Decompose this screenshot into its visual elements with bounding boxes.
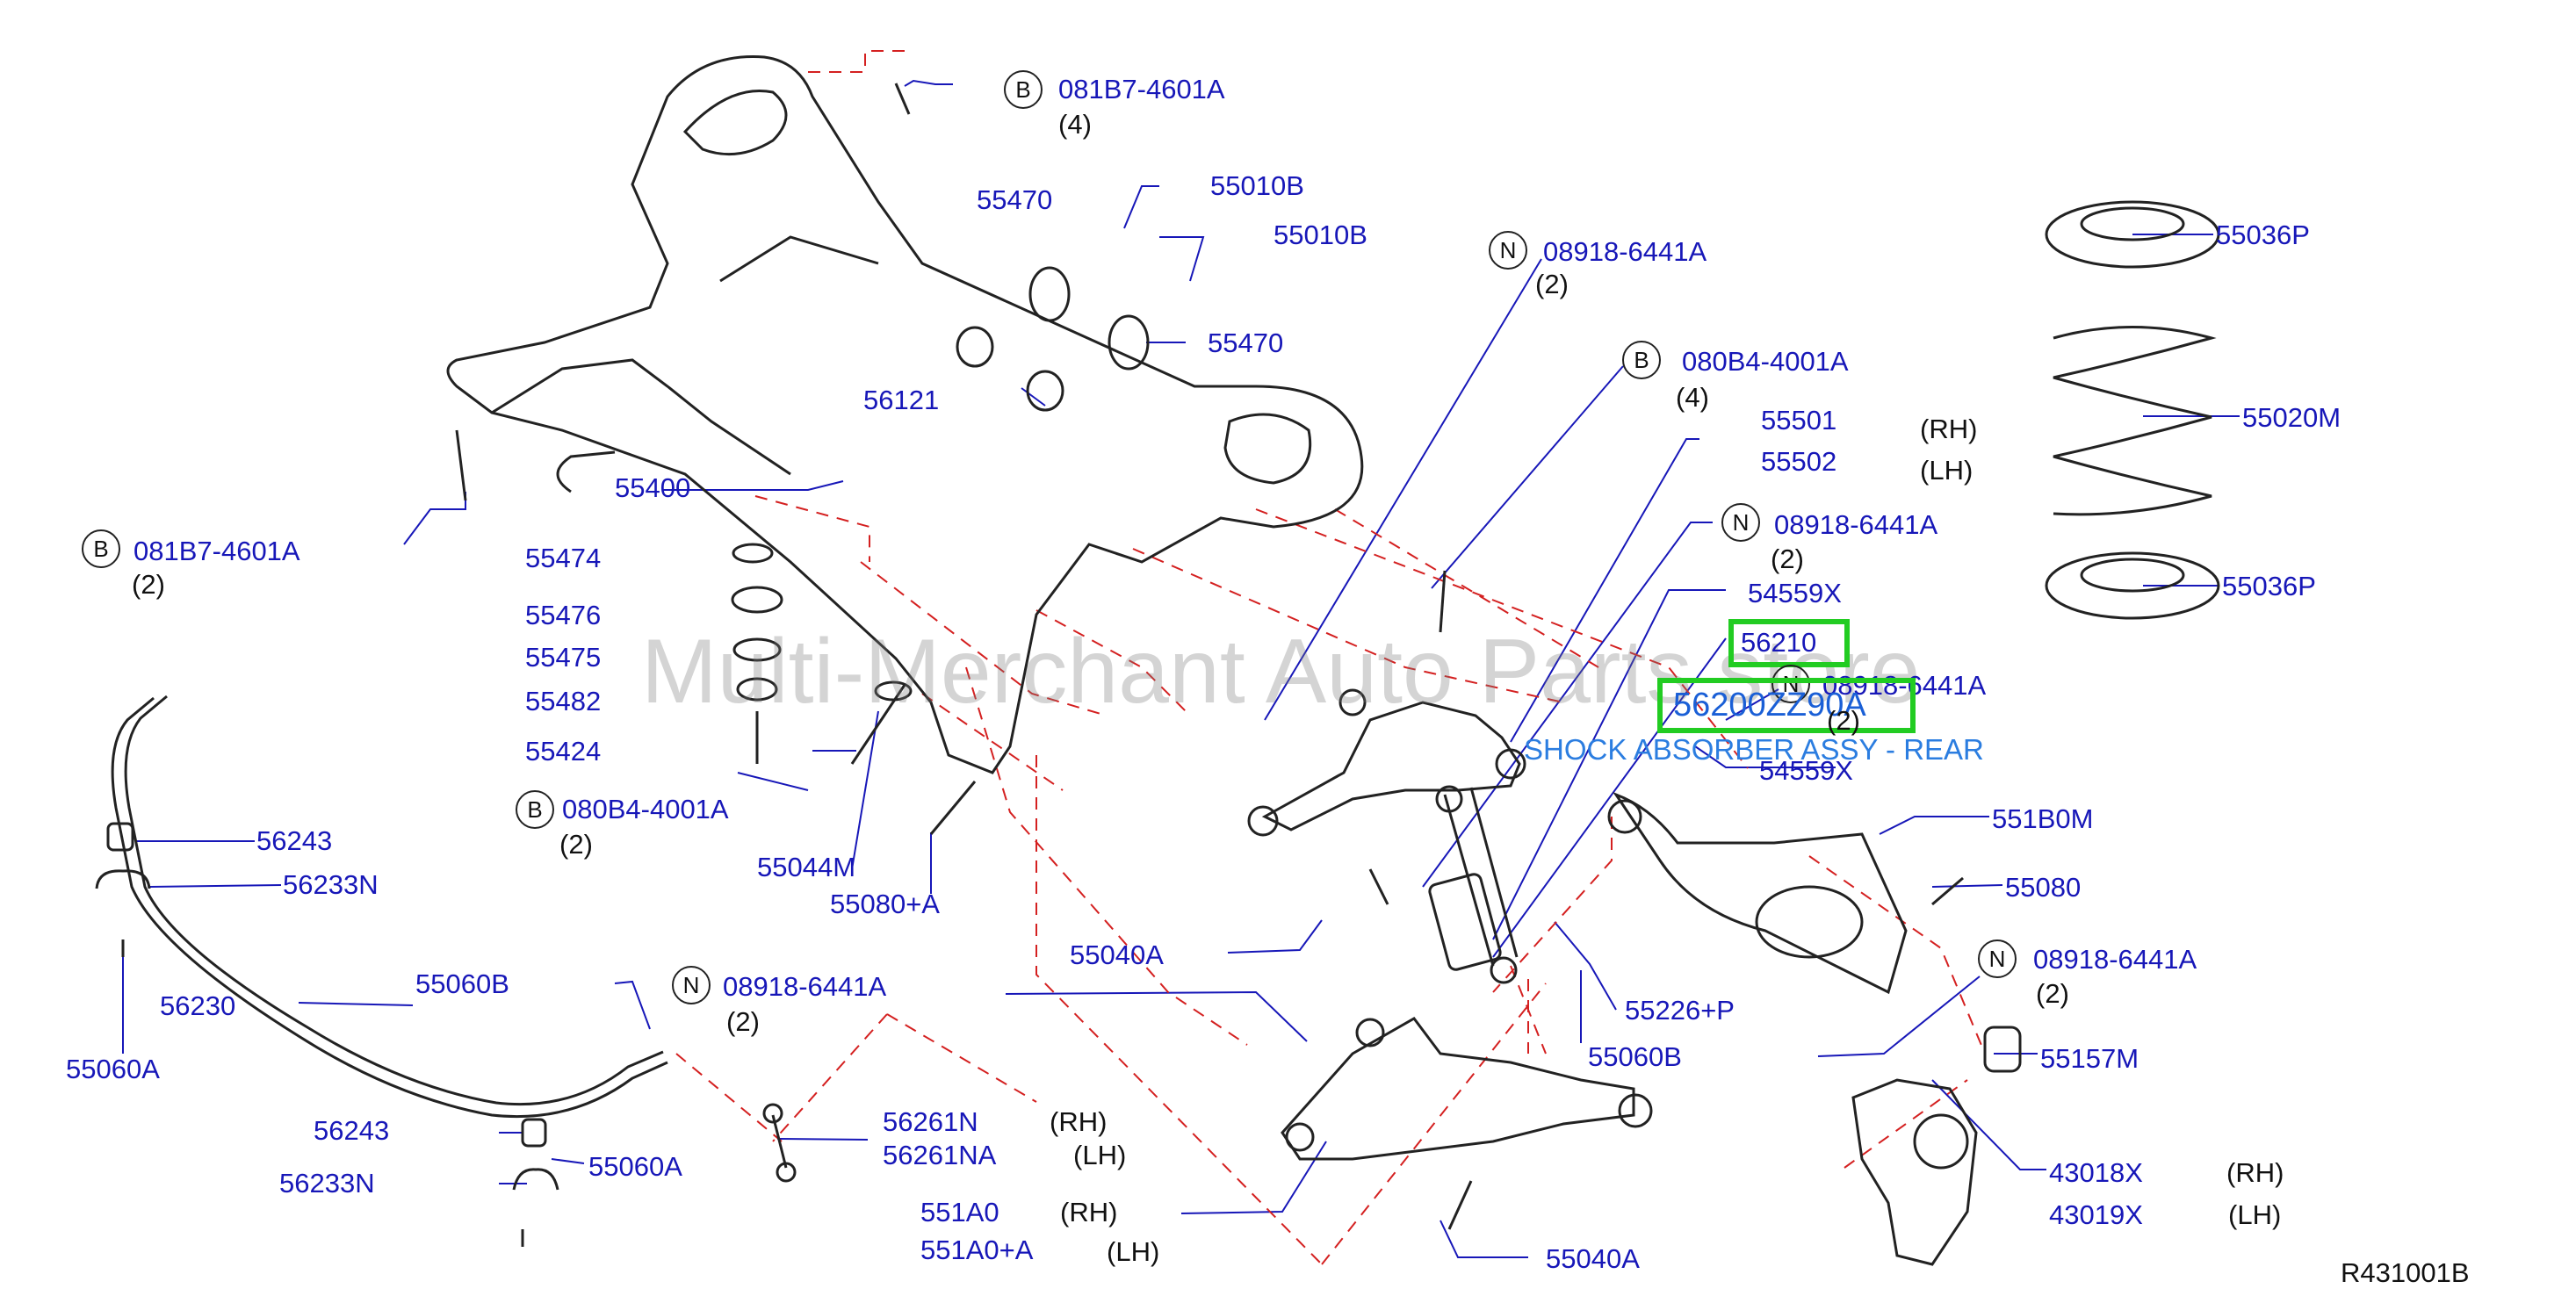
qty-n-5: (2) bbox=[2036, 978, 2069, 1009]
label-54559x-1[interactable]: 54559X bbox=[1748, 578, 1842, 608]
qty-b-2: (4) bbox=[1676, 382, 1709, 413]
label-43018x[interactable]: 43018X bbox=[2049, 1157, 2143, 1188]
note-lh-3: (LH) bbox=[1107, 1236, 1160, 1267]
label-55470-a[interactable]: 55470 bbox=[977, 184, 1053, 215]
label-08918-3[interactable]: 08918-6441A bbox=[1822, 670, 1987, 701]
highlight-description: SHOCK ABSORBER ASSY - REAR bbox=[1524, 733, 1984, 766]
label-55476[interactable]: 55476 bbox=[525, 600, 602, 630]
label-55010b-b[interactable]: 55010B bbox=[1274, 220, 1367, 250]
label-551a0[interactable]: 551A0 bbox=[920, 1197, 999, 1227]
label-56233n-a[interactable]: 56233N bbox=[283, 869, 379, 900]
diagram-reference: R431001B bbox=[2341, 1257, 2470, 1288]
qty-n-2: (2) bbox=[1771, 544, 1804, 574]
callout-n-4: N bbox=[672, 966, 711, 1004]
highlight-box-part-number bbox=[1657, 678, 1916, 733]
highlight-part-number[interactable]: 56200ZZ90A bbox=[1673, 687, 1866, 723]
label-56210[interactable]: 56210 bbox=[1741, 627, 1817, 658]
callout-n-1: N bbox=[1489, 231, 1527, 270]
qty-n-4: (2) bbox=[726, 1006, 760, 1037]
label-56230[interactable]: 56230 bbox=[160, 990, 236, 1021]
callout-b-2: B bbox=[1622, 341, 1661, 379]
label-55036p-b[interactable]: 55036P bbox=[2222, 571, 2316, 601]
label-55226p[interactable]: 55226+P bbox=[1625, 995, 1735, 1026]
label-55060a-b[interactable]: 55060A bbox=[588, 1151, 682, 1182]
label-55060b-b[interactable]: 55060B bbox=[1588, 1041, 1682, 1072]
label-55036p-a[interactable]: 55036P bbox=[2216, 220, 2310, 250]
label-43019x[interactable]: 43019X bbox=[2049, 1199, 2143, 1230]
note-rh-4: (RH) bbox=[2226, 1157, 2284, 1188]
callout-b-top: B bbox=[1004, 70, 1043, 109]
label-55020m[interactable]: 55020M bbox=[2242, 402, 2341, 433]
label-55040a-b[interactable]: 55040A bbox=[1546, 1243, 1640, 1274]
component-outlines bbox=[95, 55, 2220, 1266]
qty-top: (4) bbox=[1058, 109, 1092, 140]
qty-n-1: (2) bbox=[1535, 269, 1569, 299]
callout-n-3: N bbox=[1771, 665, 1810, 703]
note-rh-1: (RH) bbox=[1920, 414, 1978, 444]
label-55501[interactable]: 55501 bbox=[1761, 405, 1837, 436]
label-56261n[interactable]: 56261N bbox=[883, 1106, 978, 1137]
note-rh-3: (RH) bbox=[1060, 1197, 1118, 1227]
label-56243-b[interactable]: 56243 bbox=[314, 1115, 390, 1146]
label-55157m[interactable]: 55157M bbox=[2040, 1043, 2139, 1074]
label-55040a-a[interactable]: 55040A bbox=[1070, 939, 1164, 970]
qty-left: (2) bbox=[132, 569, 165, 600]
label-55060b-a[interactable]: 55060B bbox=[415, 968, 509, 999]
label-081b7-top[interactable]: 081B7-4601A bbox=[1058, 74, 1225, 104]
label-55474[interactable]: 55474 bbox=[525, 543, 602, 573]
label-55010b-a[interactable]: 55010B bbox=[1210, 170, 1304, 201]
label-56261na[interactable]: 56261NA bbox=[883, 1140, 997, 1170]
label-081b7-left[interactable]: 081B7-4601A bbox=[133, 536, 300, 566]
label-551b0m[interactable]: 551B0M bbox=[1992, 803, 2094, 834]
label-56121[interactable]: 56121 bbox=[863, 385, 940, 415]
watermark: Multi-Merchant Auto Parts store bbox=[641, 621, 1921, 723]
callout-n-2: N bbox=[1721, 503, 1760, 542]
label-551a0a[interactable]: 551A0+A bbox=[920, 1235, 1034, 1265]
note-lh-1: (LH) bbox=[1920, 455, 1973, 486]
qty-n-3: (2) bbox=[1827, 705, 1860, 736]
label-08918-5[interactable]: 08918-6441A bbox=[2033, 944, 2197, 975]
note-lh-2: (LH) bbox=[1073, 1140, 1127, 1170]
label-08918-1[interactable]: 08918-6441A bbox=[1543, 236, 1707, 267]
note-rh-2: (RH) bbox=[1050, 1106, 1108, 1137]
callout-b-left: B bbox=[82, 529, 120, 568]
label-55424[interactable]: 55424 bbox=[525, 736, 602, 767]
label-55400[interactable]: 55400 bbox=[615, 472, 691, 503]
label-56233n-b[interactable]: 56233N bbox=[279, 1168, 375, 1199]
label-55502[interactable]: 55502 bbox=[1761, 446, 1837, 477]
label-55044m[interactable]: 55044M bbox=[757, 852, 856, 882]
callout-b-mid: B bbox=[516, 790, 554, 829]
label-56243-a[interactable]: 56243 bbox=[256, 825, 333, 856]
label-08918-4[interactable]: 08918-6441A bbox=[723, 971, 887, 1002]
callout-n-5: N bbox=[1978, 939, 2017, 978]
label-55470-b[interactable]: 55470 bbox=[1208, 328, 1284, 358]
label-08918-2[interactable]: 08918-6441A bbox=[1774, 509, 1938, 540]
label-55475[interactable]: 55475 bbox=[525, 642, 602, 673]
label-55482[interactable]: 55482 bbox=[525, 686, 602, 716]
label-080b4-mid[interactable]: 080B4-4001A bbox=[562, 794, 729, 824]
qty-mid: (2) bbox=[559, 829, 593, 860]
label-55060a-a[interactable]: 55060A bbox=[66, 1054, 160, 1084]
label-080b4-1[interactable]: 080B4-4001A bbox=[1682, 346, 1849, 377]
label-55080[interactable]: 55080 bbox=[2005, 872, 2082, 903]
label-54559x-2[interactable]: 54559X bbox=[1759, 755, 1853, 786]
note-lh-4: (LH) bbox=[2228, 1199, 2282, 1230]
label-55080a[interactable]: 55080+A bbox=[830, 889, 940, 919]
phantom-alignment-lines bbox=[675, 50, 1986, 1265]
